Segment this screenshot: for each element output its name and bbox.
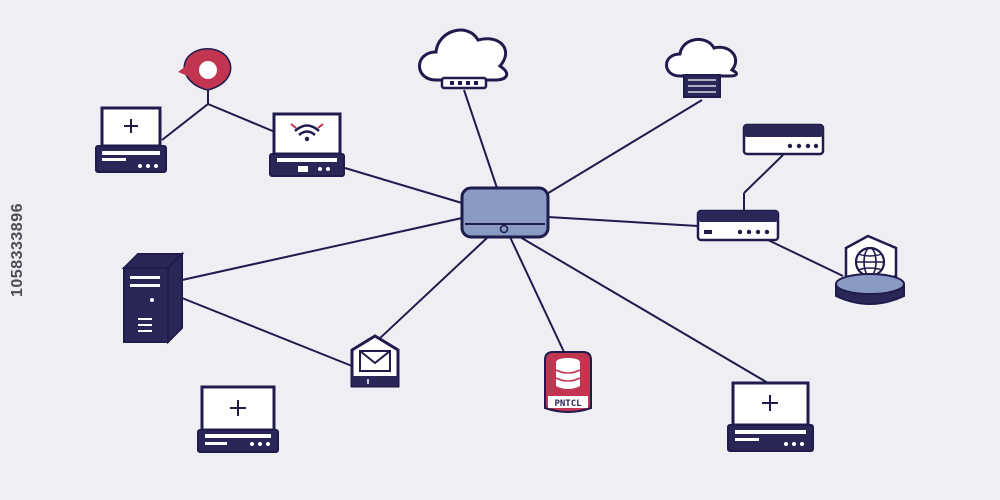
link-hub-database xyxy=(509,236,565,353)
link-hub-cloud-main xyxy=(463,89,498,189)
link-router-top-elbow xyxy=(743,154,784,194)
cloud-server-icon xyxy=(665,38,738,98)
network-switch-icon xyxy=(460,186,550,239)
link-hub-cloud-server xyxy=(544,99,703,196)
link-hub-laptop-br xyxy=(519,236,769,384)
laptop-icon xyxy=(95,106,167,173)
link-hub-tower xyxy=(181,217,463,281)
database-icon: PNTCL xyxy=(544,351,592,413)
link-router-mid-globe xyxy=(767,239,844,277)
cloud-icon xyxy=(418,28,509,90)
connections xyxy=(161,89,844,384)
laptop-icon xyxy=(197,385,279,453)
router-icon xyxy=(742,123,825,156)
link-hub-router-mid xyxy=(547,216,699,227)
router-icon xyxy=(696,209,780,242)
location-pin-icon xyxy=(178,48,232,91)
link-tower-mail xyxy=(181,297,353,367)
mail-terminal-icon xyxy=(350,334,400,388)
stock-image-id: 1058333896 xyxy=(9,203,26,297)
link-pin-laptop-tl xyxy=(161,103,209,141)
wifi-laptop-icon xyxy=(269,112,345,177)
database-label: PNTCL xyxy=(554,399,582,409)
globe-server-icon xyxy=(835,234,905,305)
laptop-icon xyxy=(727,381,814,452)
link-hub-mail xyxy=(377,236,489,341)
server-tower-icon xyxy=(121,251,185,345)
link-pin-laptop-wifi xyxy=(207,103,276,133)
link-hub-laptop-wifi xyxy=(344,167,463,204)
